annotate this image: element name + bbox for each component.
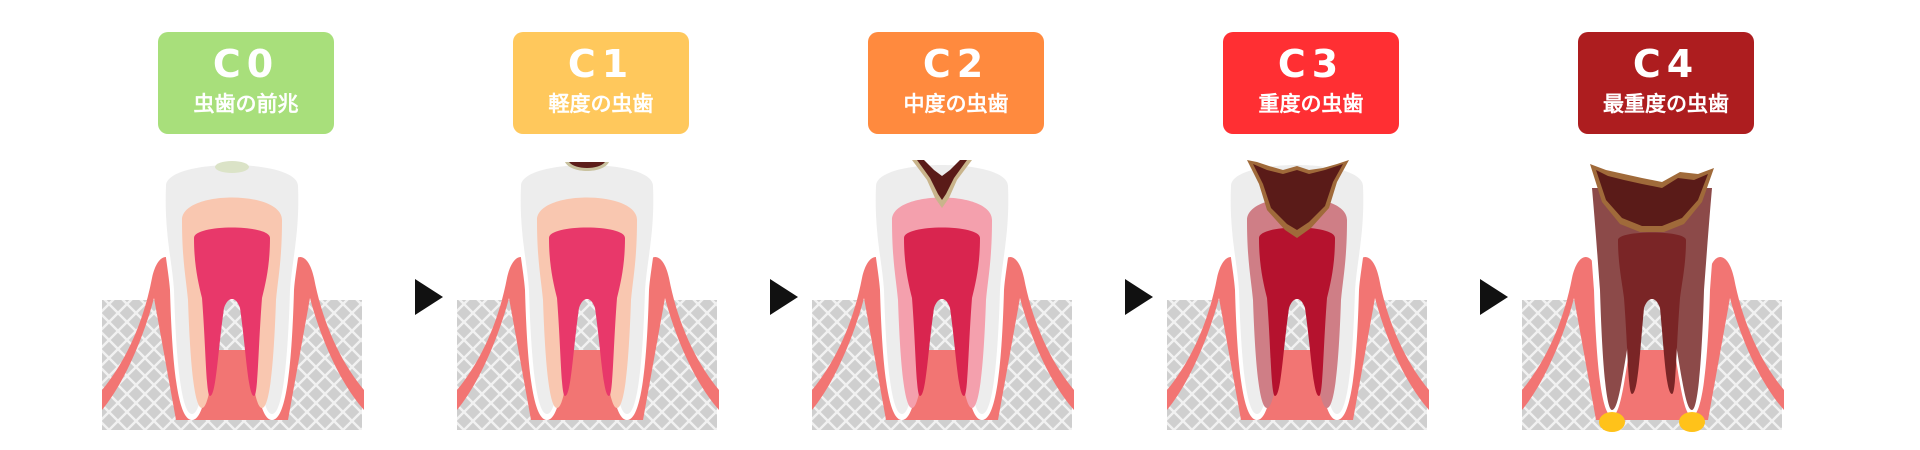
stage-badge-c4: C4 最重度の虫歯 bbox=[1578, 32, 1754, 134]
stage-code: C0 bbox=[212, 42, 280, 86]
stage-label: 最重度の虫歯 bbox=[1603, 92, 1729, 116]
cavity bbox=[917, 160, 967, 200]
tooth-illustration-c4 bbox=[1522, 164, 1784, 432]
gum bbox=[1167, 257, 1429, 420]
stage-badge-c2: C2 中度の虫歯 bbox=[868, 32, 1044, 134]
tooth-illustration-c1 bbox=[457, 161, 719, 430]
pulp bbox=[904, 227, 980, 396]
pulp bbox=[1259, 227, 1335, 396]
stage-code: C2 bbox=[922, 42, 990, 86]
cavity bbox=[1253, 164, 1343, 230]
stage-code: C3 bbox=[1277, 42, 1345, 86]
stage-label: 虫歯の前兆 bbox=[193, 92, 299, 116]
arrow-right-icon bbox=[770, 279, 798, 315]
gum bbox=[102, 257, 364, 420]
enamel-cavity bbox=[569, 162, 605, 168]
early-demineralization-spot bbox=[215, 161, 249, 173]
stage-badge-c1: C1 軽度の虫歯 bbox=[513, 32, 689, 134]
stage-label: 軽度の虫歯 bbox=[548, 92, 654, 116]
stage-c3: C3 重度の虫歯 bbox=[1147, 0, 1447, 450]
gum bbox=[812, 257, 1074, 420]
pulp bbox=[549, 227, 625, 396]
stage-c1: C1 軽度の虫歯 bbox=[437, 0, 737, 450]
stage-c2: C2 中度の虫歯 bbox=[792, 0, 1092, 450]
stage-badge-c0: C0 虫歯の前兆 bbox=[158, 32, 334, 134]
root-abscess bbox=[1679, 412, 1705, 432]
stage-badge-c3: C3 重度の虫歯 bbox=[1223, 32, 1399, 134]
tooth-illustration-c0 bbox=[102, 161, 364, 430]
tooth-illustration-c2 bbox=[812, 160, 1074, 430]
arrow-right-icon bbox=[1480, 279, 1508, 315]
stage-c0: C0 虫歯の前兆 bbox=[82, 0, 382, 450]
arrow-right-icon bbox=[415, 279, 443, 315]
stage-label: 重度の虫歯 bbox=[1258, 92, 1364, 116]
pulp bbox=[194, 227, 270, 396]
stage-label: 中度の虫歯 bbox=[903, 92, 1009, 116]
stage-code: C1 bbox=[567, 42, 635, 86]
cavity bbox=[1596, 170, 1708, 226]
gum bbox=[457, 257, 719, 420]
root-abscess bbox=[1599, 412, 1625, 432]
arrow-right-icon bbox=[1125, 279, 1153, 315]
pulp bbox=[1618, 232, 1686, 394]
gum bbox=[1522, 257, 1784, 420]
stage-code: C4 bbox=[1632, 42, 1700, 86]
stage-c4: C4 最重度の虫歯 bbox=[1502, 0, 1802, 450]
tooth-illustration-c3 bbox=[1167, 160, 1429, 430]
